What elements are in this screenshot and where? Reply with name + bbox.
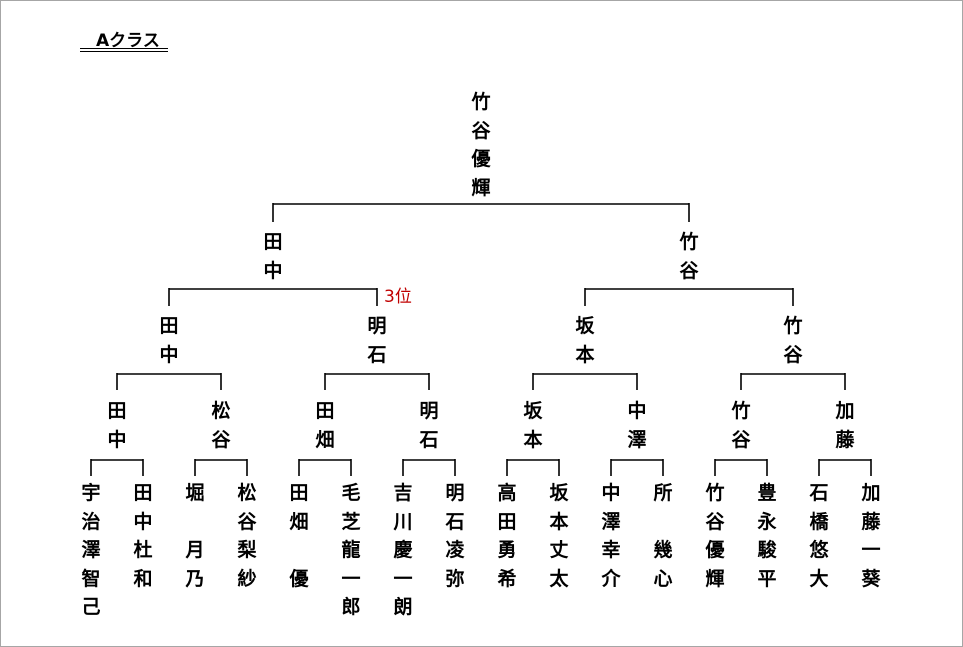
round2-name: 坂本 [523,400,543,451]
champion-name: 竹谷優輝 [471,91,491,199]
heading-underline [80,48,168,49]
quarterfinalist-name: 田中 [159,315,179,366]
round2-name: 田中 [107,400,127,451]
player-name: 坂本丈太 [549,482,569,590]
semifinalist-name: 田中 [263,231,283,282]
player-name: 田中杜和 [133,482,153,590]
player-name: 毛芝龍一郎 [341,482,361,618]
semifinalist-name: 竹谷 [679,231,699,282]
round2-name: 田畑 [315,400,335,451]
third-place-label: 3位 [384,287,412,307]
player-name: 加藤一葵 [861,482,881,590]
player-name: 竹谷優輝 [705,482,725,590]
round2-name: 竹谷 [731,400,751,451]
player-name: 宇治澤智己 [81,482,101,618]
player-name: 田畑 優 [289,482,309,590]
round2-name: 加藤 [835,400,855,451]
round2-name: 明石 [419,400,439,451]
player-name: 堀 月乃 [185,482,205,590]
player-name: 松谷梨紗 [237,482,257,590]
heading-underline [80,51,168,52]
player-name: 吉川慶一朗 [393,482,413,618]
class-heading: Aクラス [80,26,168,53]
player-name: 石橋悠大 [809,482,829,590]
player-name: 明石凌弥 [445,482,465,590]
player-name: 高田勇希 [497,482,517,590]
player-name: 豊永駿平 [757,482,777,590]
round2-name: 中澤 [627,400,647,451]
quarterfinalist-name: 竹谷 [783,315,803,366]
quarterfinalist-name: 坂本 [575,315,595,366]
player-name: 所 幾心 [653,482,673,590]
quarterfinalist-name: 明石 [367,315,387,366]
player-name: 中澤幸介 [601,482,621,590]
round2-name: 松谷 [211,400,231,451]
class-heading-text: Aクラス [96,31,160,51]
